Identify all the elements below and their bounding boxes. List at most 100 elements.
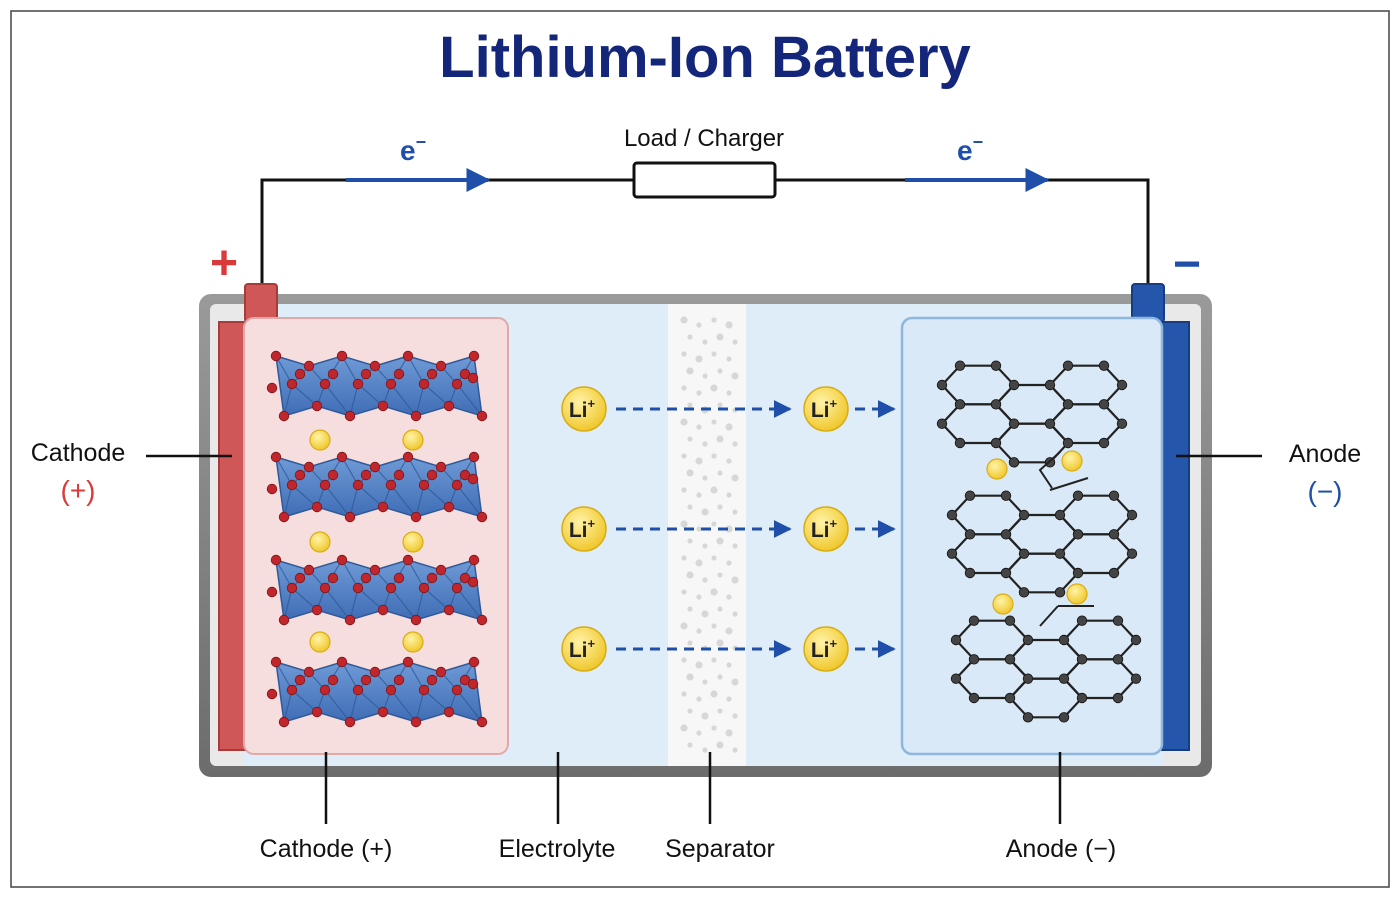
separator-pore xyxy=(717,572,723,578)
carbon-atom xyxy=(964,529,976,540)
carbon-atom xyxy=(950,634,962,646)
carbon-atom xyxy=(1126,509,1138,521)
oxygen-atom xyxy=(451,479,463,491)
cathode-oxide-layer xyxy=(266,656,488,728)
cathode-layered-oxide xyxy=(266,350,488,728)
carbon-atom xyxy=(1004,692,1016,704)
oxygen-atom xyxy=(311,400,323,412)
carbon-atom xyxy=(1062,360,1074,371)
carbon-atom xyxy=(936,379,948,391)
carbon-atom xyxy=(1018,548,1030,559)
separator-pore xyxy=(686,673,694,681)
separator-pore xyxy=(687,538,693,544)
separator-pore xyxy=(726,492,732,498)
oxygen-atom xyxy=(468,451,480,463)
carbon-atom xyxy=(968,615,980,626)
separator-pores xyxy=(680,316,739,753)
separator-pore xyxy=(716,639,724,647)
separator-pore xyxy=(681,555,687,561)
carbon-atom xyxy=(1008,379,1020,391)
oxygen-atom xyxy=(327,674,339,686)
carbon-atom xyxy=(1022,673,1034,684)
carbon-atom xyxy=(1044,379,1056,391)
electron-label-right: e− xyxy=(957,132,983,166)
separator-pore xyxy=(716,741,724,749)
oxygen-atom xyxy=(344,410,356,422)
separator-pore xyxy=(726,458,732,464)
carbon-atom xyxy=(946,548,958,559)
lithium-ion-label: Li+ xyxy=(569,396,596,422)
separator-pore xyxy=(711,317,717,323)
separator-pore xyxy=(710,486,718,494)
oxygen-atom xyxy=(402,350,414,362)
load-label: Load / Charger xyxy=(624,125,784,152)
anode-bottom-label: Anode (−) xyxy=(1006,835,1117,863)
lithium-ion xyxy=(561,626,607,672)
separator-pore xyxy=(732,713,738,719)
separator-pore xyxy=(726,696,732,702)
carbon-atom xyxy=(1130,673,1142,684)
separator-pore xyxy=(696,730,702,736)
oxygen-atom xyxy=(319,479,331,491)
separator-pore xyxy=(725,729,733,737)
oxygen-atom xyxy=(352,582,364,594)
carbon-atom xyxy=(950,673,962,684)
separator-pore xyxy=(680,418,688,426)
carbon-atom xyxy=(1058,673,1070,684)
separator-pore xyxy=(681,657,687,663)
separator-pore xyxy=(716,537,724,545)
carbon-atom xyxy=(1000,490,1012,501)
separator-pore xyxy=(701,508,709,516)
separator-pore xyxy=(725,627,733,635)
separator-pore xyxy=(687,402,693,408)
ion-row: Li+Li+ xyxy=(561,506,896,552)
carbon-atom xyxy=(1098,437,1110,449)
carbon-atom xyxy=(1130,634,1142,646)
carbon-atom xyxy=(1018,587,1030,598)
carbon-atom xyxy=(954,360,966,371)
separator-pore xyxy=(695,661,703,669)
separator-pore xyxy=(731,678,739,686)
separator-pore xyxy=(716,435,724,443)
carbon-atom xyxy=(1000,567,1012,579)
carbon-atom xyxy=(1062,437,1074,449)
carbon-atom xyxy=(1004,615,1016,626)
separator-pore xyxy=(702,577,708,583)
page-title: Lithium-Ion Battery xyxy=(439,25,971,90)
oxygen-atom xyxy=(468,656,480,668)
carbon-atom xyxy=(990,399,1002,410)
lithium-ion xyxy=(561,506,607,552)
separator-pore xyxy=(680,520,688,528)
separator-pore xyxy=(702,373,708,379)
carbon-atom xyxy=(1054,509,1066,521)
oxygen-atom xyxy=(336,350,348,362)
load-resistor xyxy=(632,161,777,199)
separator-pore xyxy=(681,487,687,493)
oxygen-atom xyxy=(435,564,447,576)
oxygen-atom xyxy=(319,684,331,696)
separator-pore xyxy=(695,355,703,363)
carbon-atom xyxy=(1112,692,1124,704)
cathode-side-label: Cathode xyxy=(31,439,126,467)
separator-pore xyxy=(710,690,718,698)
separator-pore xyxy=(717,504,723,510)
carbon-atom xyxy=(1076,654,1088,665)
oxygen-atom xyxy=(360,469,372,481)
carbon-atom xyxy=(1054,548,1066,559)
separator-pore xyxy=(711,351,717,357)
oxygen-atom xyxy=(385,378,397,390)
separator-pore xyxy=(731,372,739,380)
oxygen-atom xyxy=(402,451,414,463)
cathode-oxide-layer xyxy=(266,350,488,422)
carbon-atom xyxy=(1062,399,1074,410)
lithium-ion-label: Li+ xyxy=(569,516,596,542)
separator-pore xyxy=(717,470,723,476)
anode-graphite-layers xyxy=(936,360,1142,723)
separator-pore xyxy=(711,419,717,425)
oxygen-atom xyxy=(385,479,397,491)
cathode-oxide-layer xyxy=(266,554,488,626)
separator-pore xyxy=(681,351,687,357)
carbon-atom xyxy=(1072,567,1084,579)
oxygen-atom xyxy=(385,582,397,594)
separator-pore xyxy=(732,747,738,753)
